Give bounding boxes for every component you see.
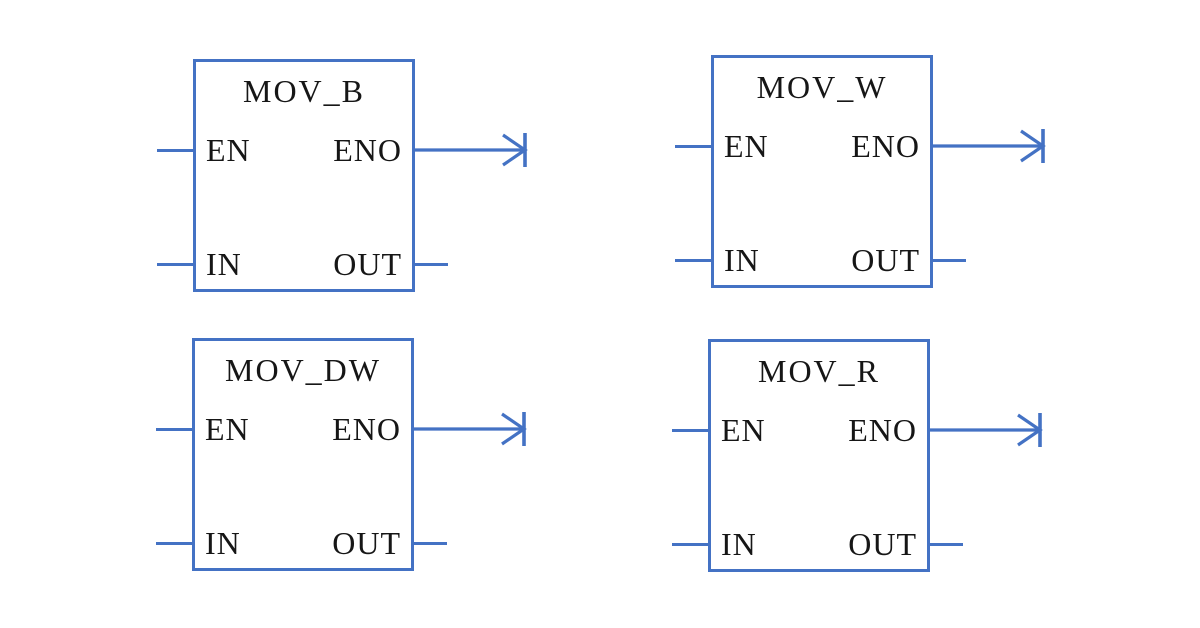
block-title: MOV_W — [756, 69, 888, 105]
block-title: MOV_DW — [225, 352, 381, 388]
out-output-wire — [412, 263, 448, 266]
pin-label-out: OUT — [851, 242, 920, 278]
in-input-wire — [157, 263, 193, 266]
function-block-mov-dw: MOV_DW EN ENO IN OUT — [156, 338, 527, 571]
pin-label-in: IN — [721, 526, 757, 562]
in-input-wire — [672, 543, 708, 546]
out-output-wire — [927, 543, 963, 546]
out-output-wire — [930, 259, 966, 262]
pin-label-en: EN — [206, 132, 251, 168]
function-block-mov-b: MOV_B EN ENO IN OUT — [157, 59, 528, 292]
en-input-wire — [675, 145, 711, 148]
pin-label-in: IN — [205, 525, 241, 561]
pin-label-eno: ENO — [332, 411, 401, 447]
pin-label-eno: ENO — [848, 412, 917, 448]
pin-label-en: EN — [724, 128, 769, 164]
eno-output-arrow-icon — [411, 412, 527, 446]
en-input-wire — [156, 428, 192, 431]
in-input-wire — [675, 259, 711, 262]
en-input-wire — [672, 429, 708, 432]
pin-label-eno: ENO — [851, 128, 920, 164]
block-title: MOV_B — [242, 73, 365, 109]
function-block-mov-r: MOV_R EN ENO IN OUT — [672, 339, 1043, 572]
function-block-mov-w: MOV_W EN ENO IN OUT — [675, 55, 1046, 288]
eno-output-arrow-icon — [927, 413, 1043, 447]
pin-label-out: OUT — [332, 525, 401, 561]
pin-label-out: OUT — [333, 246, 402, 282]
block-title: MOV_R — [757, 353, 880, 389]
in-input-wire — [156, 542, 192, 545]
en-input-wire — [157, 149, 193, 152]
out-output-wire — [411, 542, 447, 545]
pin-label-en: EN — [721, 412, 766, 448]
eno-output-arrow-icon — [930, 129, 1046, 163]
eno-output-arrow-icon — [412, 133, 528, 167]
pin-label-en: EN — [205, 411, 250, 447]
pin-label-in: IN — [206, 246, 242, 282]
pin-label-out: OUT — [848, 526, 917, 562]
pin-label-eno: ENO — [333, 132, 402, 168]
pin-label-in: IN — [724, 242, 760, 278]
